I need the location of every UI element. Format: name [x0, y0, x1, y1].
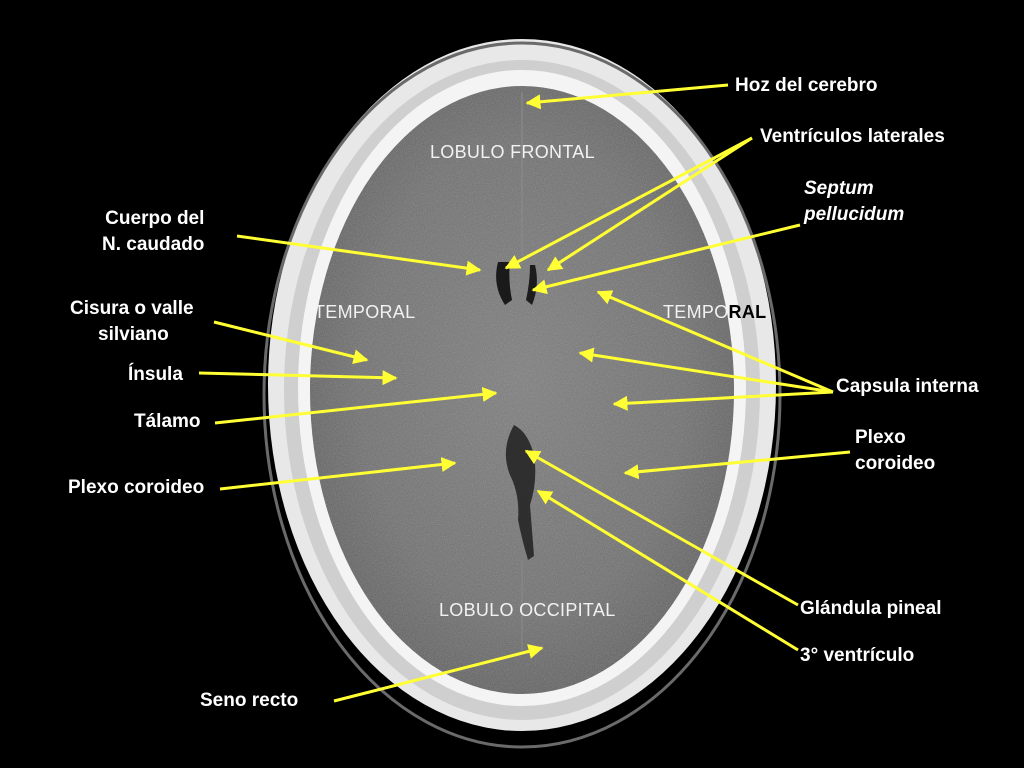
arrow-capsula-1 [596, 290, 834, 394]
label-talamo: Tálamo [134, 411, 201, 432]
region-occipital: LOBULO OCCIPITAL [439, 600, 616, 620]
label-plexo-right-line2: coroideo [855, 452, 936, 474]
label-caudado: Cuerpo del N. caudado [102, 206, 204, 257]
label-seno: Seno recto [200, 690, 299, 711]
arrow-caudado [236, 234, 482, 276]
label-septum: Septum pellucidum [804, 176, 904, 227]
label-tercer: 3° ventrículo [800, 645, 915, 666]
region-temporal-right-prefix: TEMPO [663, 302, 729, 322]
arrow-tercer [536, 489, 799, 652]
brain-parenchyma [310, 86, 734, 694]
arrow-talamo [214, 386, 498, 425]
arrow-plexo-right [623, 450, 851, 480]
label-cisura: Cisura o valle silviano [70, 296, 194, 347]
arrow-septum [531, 223, 801, 295]
arrow-ventriculos-1 [504, 136, 753, 270]
label-cisura-line1: Cisura o valle [70, 298, 194, 319]
arrow-insula [198, 370, 398, 386]
label-cisura-line2: silviano [98, 323, 169, 345]
arrow-hoz [525, 83, 729, 110]
label-plexo-right: Plexo coroideo [855, 425, 935, 476]
region-temporal-right: TEMPORAL [663, 302, 766, 323]
arrow-cisura [213, 320, 369, 365]
arrow-plexo-left [219, 457, 457, 491]
arrow-capsula-3 [612, 390, 834, 411]
label-ventriculos: Ventrículos laterales [760, 126, 945, 147]
annotation-arrows [198, 83, 851, 703]
arrow-seno [333, 644, 544, 703]
arrow-ventriculos-2 [546, 136, 753, 272]
label-caudado-line1: Cuerpo del [105, 208, 205, 229]
label-septum-line2: pellucidum [804, 203, 905, 225]
label-capsula: Capsula interna [836, 376, 979, 397]
label-hoz: Hoz del cerebro [735, 75, 878, 96]
label-pineal: Glándula pineal [800, 598, 942, 619]
region-frontal: LOBULO FRONTAL [430, 142, 595, 162]
label-plexo-right-line1: Plexo [855, 427, 906, 448]
label-insula: Ínsula [128, 364, 183, 385]
arrow-pineal [524, 449, 799, 607]
label-plexo-left: Plexo coroideo [68, 477, 205, 498]
label-caudado-line2: N. caudado [102, 233, 205, 255]
region-temporal-right-suffix: RAL [728, 302, 767, 322]
arrow-capsula-2 [578, 347, 834, 394]
region-temporal-left: TEMPORAL [314, 302, 416, 322]
label-septum-line1: Septum [804, 178, 874, 199]
